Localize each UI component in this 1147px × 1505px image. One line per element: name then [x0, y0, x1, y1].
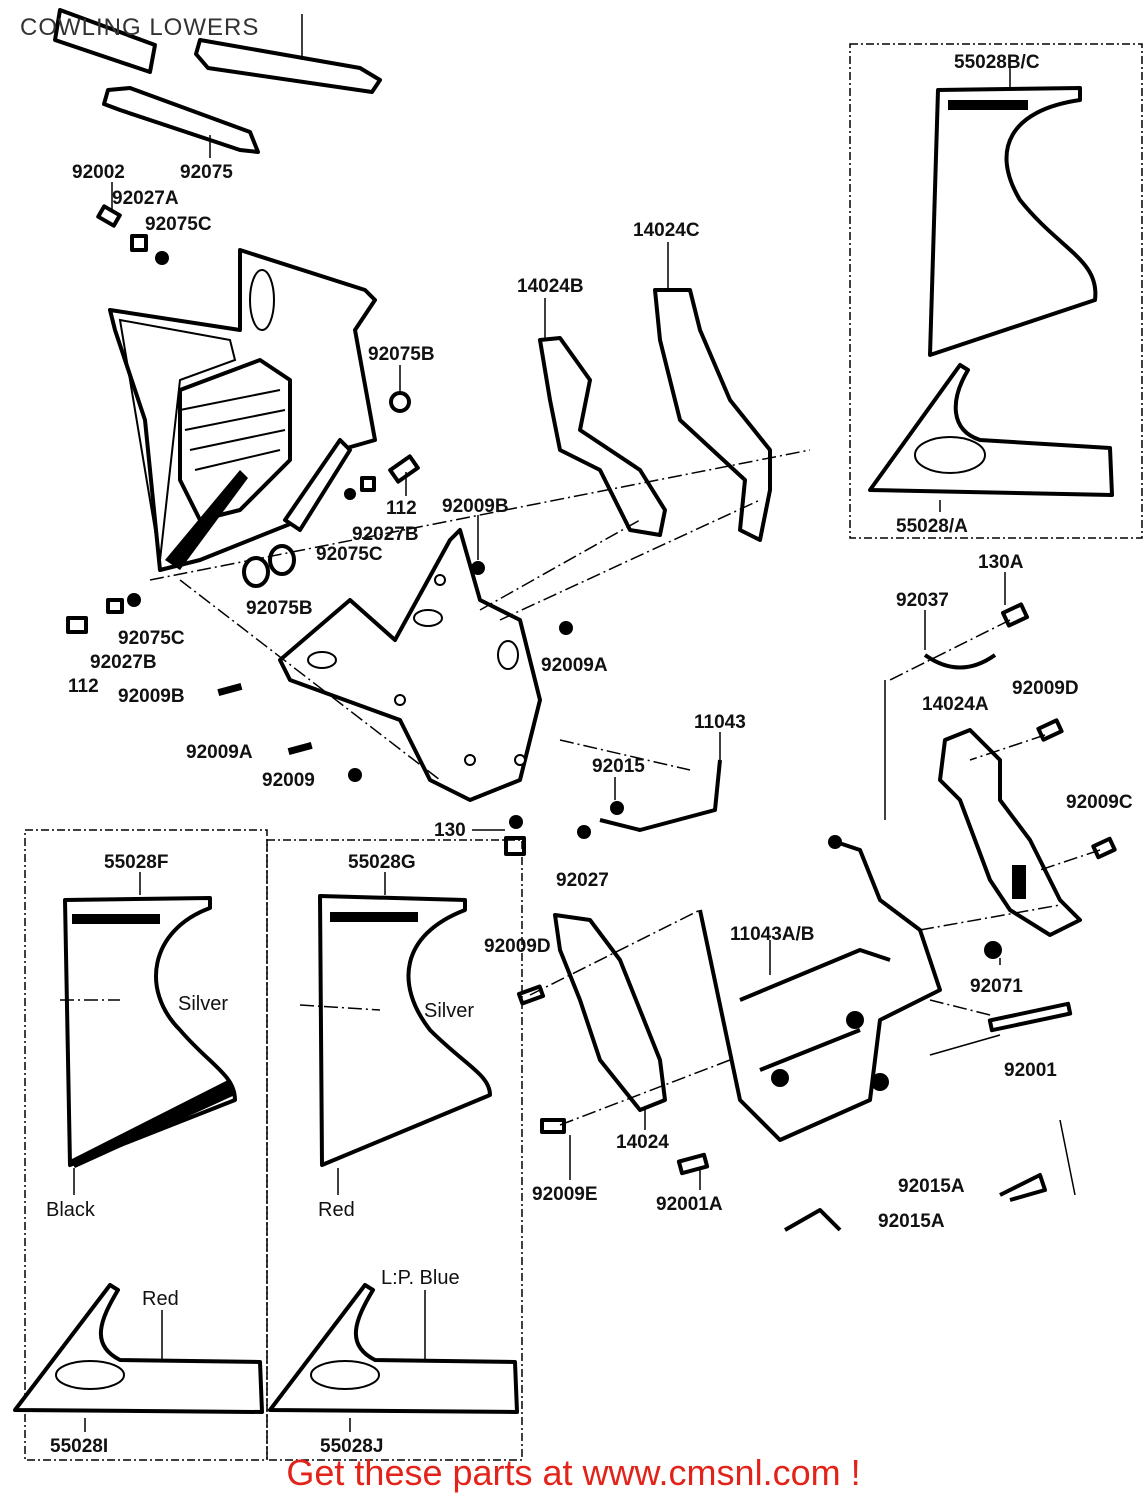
note-red-triangle: Red [142, 1288, 179, 1310]
fastener-group-left [66, 593, 141, 634]
label-14024: 14024 [616, 1132, 669, 1153]
note-silver-left: Silver [178, 993, 228, 1015]
page-title: COWLING LOWERS [20, 14, 260, 41]
label-92009A-left: 92009A [186, 742, 253, 763]
label-92009E: 92009E [532, 1184, 598, 1205]
label-14024C: 14024C [633, 220, 700, 241]
panel-55028A [868, 363, 1114, 497]
inset-box-center [266, 839, 523, 1461]
panel-55028F [63, 896, 237, 1168]
label-92075C-left: 92075C [118, 628, 185, 649]
panel-55028BC [928, 86, 1098, 357]
label-92009C: 92009C [1066, 792, 1133, 813]
bracket-14024A [938, 728, 1082, 937]
label-92009D-right: 92009D [1012, 678, 1079, 699]
label-92027B-left: 92027B [90, 652, 157, 673]
label-112-left: 112 [68, 676, 99, 697]
bracket-14024B [538, 336, 667, 537]
panel-55028I [13, 1283, 264, 1414]
label-92015: 92015 [592, 756, 645, 777]
cowling-frame-11043AB [698, 835, 942, 1142]
label-92027: 92027 [556, 870, 609, 891]
note-lp-blue: L:P. Blue [381, 1267, 460, 1289]
fastener-group-top-left [96, 204, 169, 265]
leader-lines [73, 14, 1076, 1432]
assembly-lines [60, 449, 1101, 1126]
label-92027A: 92027A [112, 188, 179, 209]
label-92015A-top: 92015A [898, 1176, 965, 1197]
inset-box-right [849, 43, 1143, 539]
note-red-panel: Red [318, 1199, 355, 1221]
panel-55028J [268, 1283, 519, 1414]
label-92009B-top: 92009B [442, 496, 509, 517]
label-14024B: 14024B [517, 276, 584, 297]
label-92001: 92001 [1004, 1060, 1057, 1081]
label-55028BC: 55028B/C [954, 52, 1040, 73]
left-cowling-upper [108, 248, 377, 572]
label-92027B-center: 92027B [352, 524, 419, 545]
clips-92015A [784, 1173, 1047, 1232]
label-11043AB: 11043A/B [730, 924, 815, 945]
bracket-92075 [102, 86, 260, 154]
label-92071: 92071 [970, 976, 1023, 997]
panel-55028G [318, 894, 492, 1167]
label-55028I: 55028I [50, 1436, 108, 1457]
clamp-92037 [923, 653, 997, 670]
fastener-group-center [344, 391, 420, 500]
label-92037: 92037 [896, 590, 949, 611]
bolts-inner-panel [217, 561, 573, 782]
label-92075B-right: 92075B [368, 344, 435, 365]
label-92075C-top: 92075C [145, 214, 212, 235]
part-labels: 92002 92075 92027A 92075C 92075B 112 920… [50, 52, 1133, 1457]
note-black: Black [46, 1199, 96, 1221]
label-130: 130 [434, 820, 466, 841]
rod-11043 [504, 759, 722, 856]
label-92009A-right: 92009A [541, 655, 608, 676]
label-92002: 92002 [72, 162, 125, 183]
spacers-92075B [242, 544, 296, 588]
label-92075C-center: 92075C [316, 544, 383, 565]
top-bracket-front [53, 8, 382, 94]
label-55028J: 55028J [320, 1436, 383, 1457]
label-130A: 130A [978, 552, 1024, 573]
label-92001A: 92001A [656, 1194, 723, 1215]
label-55028G: 55028G [348, 852, 416, 873]
bracket-14024C [653, 288, 772, 542]
bracket-14024 [553, 913, 667, 1112]
label-112-center: 112 [386, 498, 417, 519]
label-55028F: 55028F [104, 852, 168, 873]
label-11043: 11043 [694, 712, 746, 733]
label-92009B-left: 92009B [118, 686, 185, 707]
color-notes: Silver Silver Black Red Red L:P. Blue [46, 993, 474, 1310]
label-14024A: 14024A [922, 694, 989, 715]
label-92009D-left: 92009D [484, 936, 551, 957]
note-silver-right: Silver [424, 1000, 474, 1022]
label-92009: 92009 [262, 770, 315, 791]
label-55028A: 55028/A [896, 516, 968, 537]
footer-shop-link[interactable]: Get these parts at www.cmsnl.com ! [286, 1452, 861, 1493]
label-92075B-left: 92075B [246, 598, 313, 619]
inner-cowling-panel [278, 528, 542, 802]
label-92015A-bottom: 92015A [878, 1211, 945, 1232]
label-92075: 92075 [180, 162, 233, 183]
